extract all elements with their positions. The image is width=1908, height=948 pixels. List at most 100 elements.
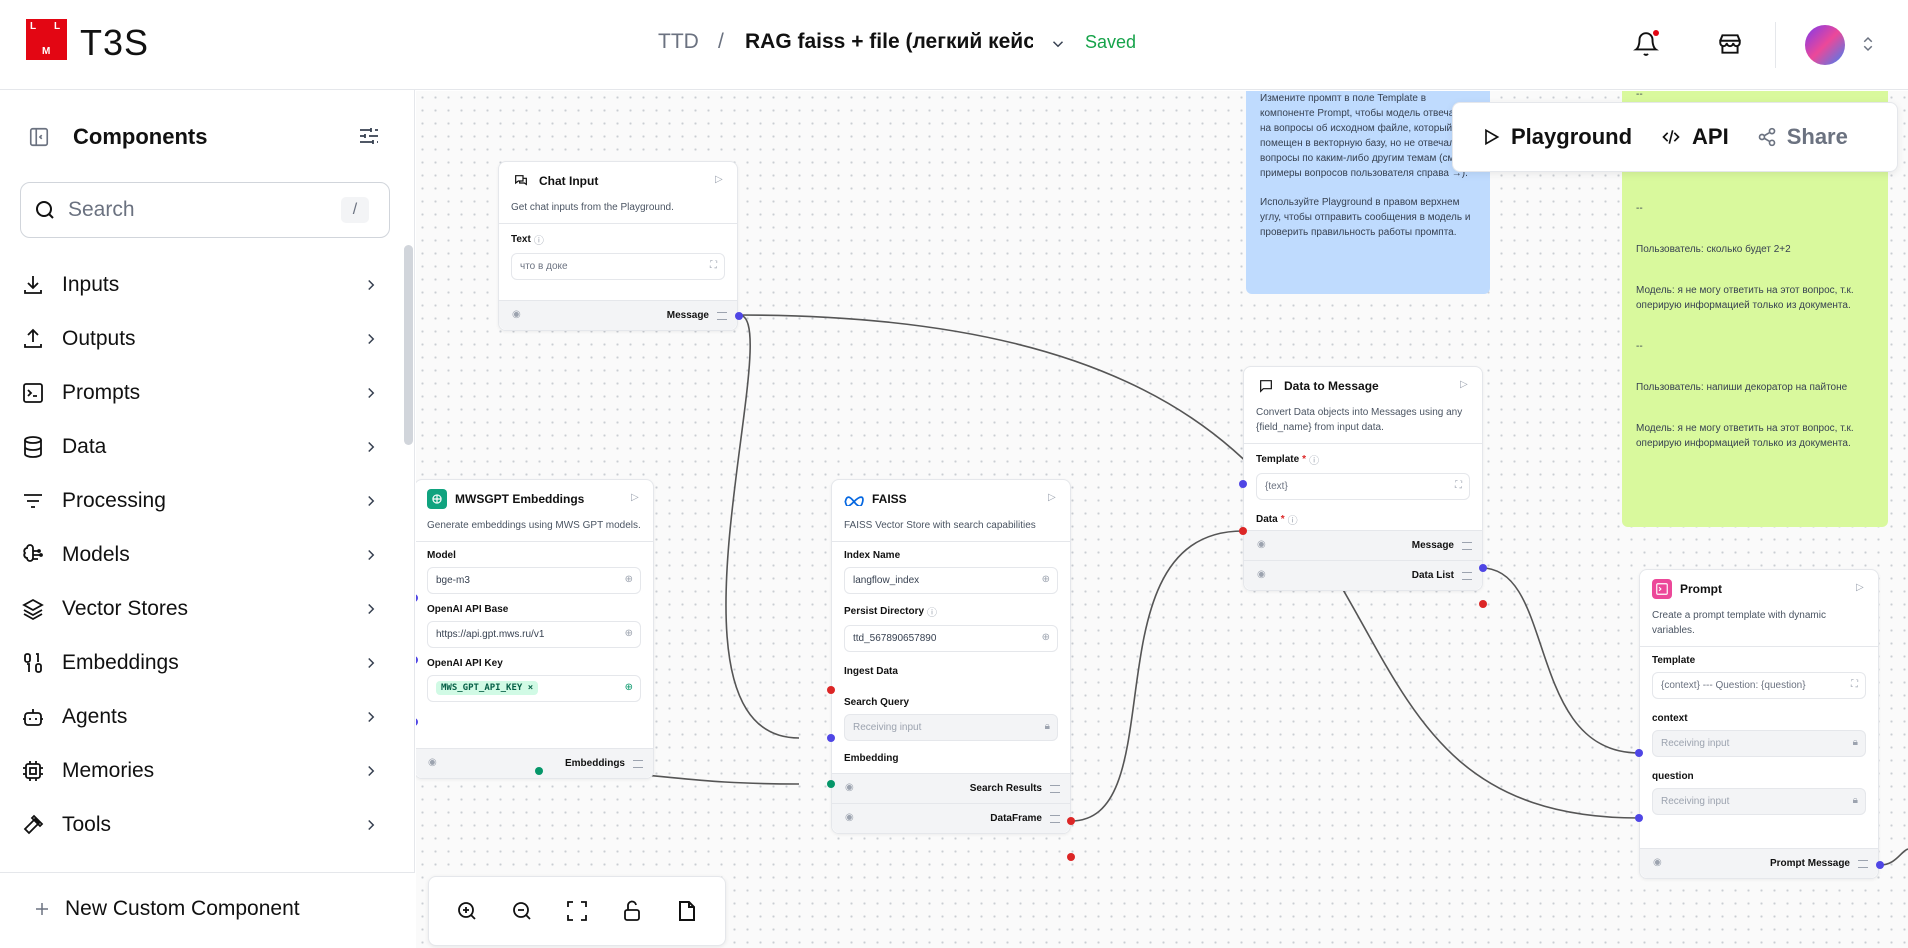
sidebar-item-processing[interactable]: Processing	[20, 479, 380, 523]
share-button[interactable]: Share	[1757, 124, 1848, 150]
output-label: DataFrame	[990, 813, 1042, 824]
note-text: --	[1636, 91, 1643, 100]
handle-ingest-data[interactable]	[827, 686, 835, 694]
sidebar-item-vector-stores[interactable]: Vector Stores	[20, 587, 380, 631]
text-input[interactable]: что в доке⛶	[511, 253, 725, 280]
search-input[interactable]: Search /	[20, 182, 390, 238]
eye-icon[interactable]: ◉	[845, 782, 854, 793]
llm-logo[interactable]: L L M	[26, 19, 67, 60]
api-base-input[interactable]: https://api.gpt.mws.ru/v1⊕	[427, 621, 641, 648]
chevron-down-icon[interactable]	[1040, 26, 1076, 62]
persist-directory-input[interactable]: ttd_567890657890⊕	[844, 625, 1058, 652]
field-label: Template*ⓘ	[1256, 454, 1320, 467]
template-input[interactable]: {context} --- Question: {question}⛶	[1652, 672, 1866, 699]
chevron-right-icon	[368, 333, 375, 345]
play-icon[interactable]: ▷	[1856, 582, 1864, 593]
handle-dataframe[interactable]	[1067, 853, 1075, 861]
handle-question[interactable]	[1635, 814, 1643, 822]
handle-template[interactable]	[1239, 480, 1247, 488]
chevron-right-icon	[368, 657, 375, 669]
avatar[interactable]	[1805, 25, 1845, 65]
sidebar-item-data[interactable]: Data	[20, 425, 380, 469]
index-name-input[interactable]: langflow_index⊕	[844, 567, 1058, 594]
sidebar-item-tools[interactable]: Tools	[20, 803, 380, 847]
sidebar-item-inputs[interactable]: Inputs	[20, 263, 380, 307]
sidebar-item-models[interactable]: Models	[20, 533, 380, 577]
context-input[interactable]: Receiving input🔒︎	[1652, 730, 1866, 757]
eye-icon[interactable]: ◉	[845, 812, 854, 823]
zoom-out-icon[interactable]	[509, 898, 535, 924]
sidebar-item-memories[interactable]: Memories	[20, 749, 380, 793]
sliders-icon[interactable]	[357, 124, 381, 153]
eye-icon[interactable]: ◉	[428, 757, 437, 768]
note-instructions[interactable]: Измените промпт в поле Template в компон…	[1246, 91, 1490, 294]
sidebar-collapse-icon[interactable]	[28, 126, 50, 153]
terminal-icon	[20, 380, 46, 406]
playground-button[interactable]: Playground	[1481, 124, 1632, 150]
new-custom-component-button[interactable]: New Custom Component	[33, 897, 300, 921]
search-query-input[interactable]: Receiving input🔒︎	[844, 714, 1058, 741]
api-button[interactable]: API	[1660, 124, 1729, 150]
bell-icon[interactable]	[1628, 26, 1664, 62]
handle-api-key[interactable]	[416, 718, 418, 726]
edge-prompt-out[interactable]	[1879, 848, 1908, 866]
store-icon[interactable]	[1712, 26, 1748, 62]
zoom-in-icon[interactable]	[454, 898, 480, 924]
sidebar-item-prompts[interactable]: Prompts	[20, 371, 380, 415]
handle-prompt-message[interactable]	[1876, 861, 1884, 869]
sidebar-item-agents[interactable]: Agents	[20, 695, 380, 739]
fit-view-icon[interactable]	[564, 898, 590, 924]
handle-api-base[interactable]	[416, 656, 418, 664]
handle-message-out[interactable]	[1479, 564, 1487, 572]
node-chat-input[interactable]: Chat Input ▷ Get chat inputs from the Pl…	[498, 161, 738, 331]
share-label: Share	[1786, 124, 1848, 149]
handle-context[interactable]	[1635, 749, 1643, 757]
handle-embeddings-out[interactable]	[535, 767, 543, 775]
eye-icon[interactable]: ◉	[1257, 569, 1266, 580]
eye-icon[interactable]: ◉	[512, 309, 521, 320]
model-input[interactable]: bge-m3⊕	[427, 567, 641, 594]
node-prompt[interactable]: Prompt ▷ Create a prompt template with d…	[1639, 569, 1879, 879]
unlock-icon[interactable]	[619, 898, 645, 924]
node-mwsgpt-embeddings[interactable]: MWSGPT Embeddings ▷ Generate embeddings …	[416, 479, 654, 779]
play-icon[interactable]: ▷	[715, 174, 723, 185]
output-row: ◉ DataFrame	[832, 803, 1070, 833]
question-input[interactable]: Receiving input🔒︎	[1652, 788, 1866, 815]
list-icon	[1462, 572, 1472, 580]
play-icon[interactable]: ▷	[1460, 379, 1468, 390]
template-input[interactable]: {text}⛶	[1256, 473, 1470, 500]
output-label: Embeddings	[564, 758, 625, 769]
play-icon[interactable]: ▷	[631, 492, 639, 503]
expand-icon: ⛶	[1455, 480, 1462, 491]
output-row: ◉ Message	[1244, 530, 1482, 560]
sidebar-item-outputs[interactable]: Outputs	[20, 317, 380, 361]
chevron-updown-icon[interactable]	[1850, 26, 1886, 62]
handle-search-results[interactable]	[1067, 817, 1075, 825]
edge-chat-to-faiss-query[interactable]	[725, 314, 800, 739]
sidebar-scrollbar[interactable]	[404, 245, 413, 445]
edge-faiss-to-datatomessage[interactable]	[1070, 530, 1244, 822]
flow-canvas[interactable]: Измените промпт в поле Template в компон…	[416, 91, 1908, 948]
play-icon[interactable]: ▷	[1048, 492, 1056, 503]
notification-dot	[1653, 30, 1659, 36]
handle-chat-message[interactable]	[735, 312, 743, 320]
eye-icon[interactable]: ◉	[1653, 857, 1662, 868]
lock-icon: 🔒︎	[1852, 737, 1858, 748]
handle-model[interactable]	[416, 594, 418, 602]
components-sidebar: Components Search / Inputs Outputs Promp…	[0, 90, 415, 948]
breadcrumb-root[interactable]: TTD	[658, 30, 699, 53]
note-icon[interactable]	[674, 898, 700, 924]
sidebar-item-embeddings[interactable]: Embeddings	[20, 641, 380, 685]
globe-icon: ⊕	[624, 682, 633, 693]
handle-search-query[interactable]	[827, 734, 835, 742]
handle-embedding-in[interactable]	[827, 780, 835, 788]
api-key-input[interactable]: MWS_GPT_API_KEY ×⊕	[427, 675, 641, 702]
brand-name: T3S	[80, 22, 150, 63]
flow-name[interactable]: RAG faiss + file (легкий кейс	[745, 30, 1033, 53]
handle-data-in[interactable]	[1239, 527, 1247, 535]
node-faiss[interactable]: FAISS ▷ FAISS Vector Store with search c…	[831, 479, 1071, 834]
handle-data-list[interactable]	[1479, 600, 1487, 608]
edge-message-to-prompt-context[interactable]	[1481, 567, 1640, 754]
eye-icon[interactable]: ◉	[1257, 539, 1266, 550]
node-data-to-message[interactable]: Data to Message ▷ Convert Data objects i…	[1243, 366, 1483, 591]
